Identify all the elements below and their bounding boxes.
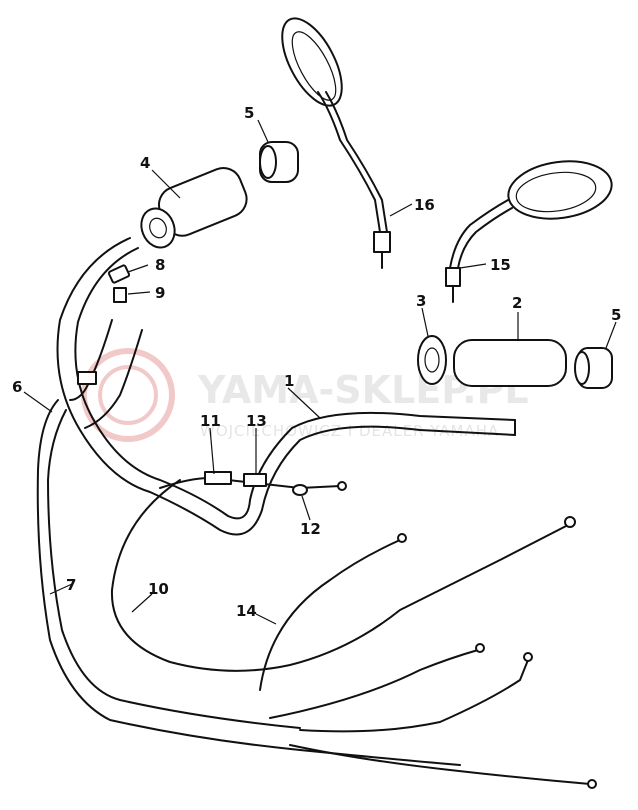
cable-6 xyxy=(36,399,461,766)
label-16: 16 xyxy=(414,196,435,214)
cable-7 xyxy=(47,409,301,729)
part-9 xyxy=(113,287,127,303)
label-3: 3 xyxy=(416,292,426,310)
collar-right xyxy=(417,335,447,385)
grip-right xyxy=(453,339,567,387)
grip-end-left xyxy=(259,141,299,183)
label-6: 6 xyxy=(12,378,22,396)
label-11: 11 xyxy=(200,412,221,430)
mirror-right xyxy=(445,160,613,303)
handlebar xyxy=(56,237,516,536)
label-10: 10 xyxy=(148,580,169,598)
label-4: 4 xyxy=(140,154,150,172)
cable-10 xyxy=(110,479,576,672)
label-5-right: 5 xyxy=(611,306,621,324)
part-labels: 1 2 3 4 5 5 6 7 8 9 10 11 12 13 14 15 16 xyxy=(12,104,621,620)
mirror-left xyxy=(281,17,391,269)
label-14: 14 xyxy=(236,602,257,620)
grip-left xyxy=(140,167,248,249)
watermark-logo xyxy=(81,348,175,442)
label-5-left: 5 xyxy=(244,104,254,122)
grip-end-right xyxy=(574,347,613,389)
watermark-subtitle: WOJCIECHOWICZ I DEALER YAMAHA xyxy=(200,422,499,440)
label-13: 13 xyxy=(246,412,267,430)
part-8 xyxy=(107,264,131,284)
cable-lower xyxy=(269,643,597,789)
watermark: YAMA-SKLEP.PL WOJCIECHOWICZ I DEALER YAM… xyxy=(81,348,529,442)
label-12: 12 xyxy=(300,520,321,538)
label-8: 8 xyxy=(155,256,165,274)
label-1: 1 xyxy=(284,372,294,390)
leader-lines xyxy=(23,119,617,625)
label-7: 7 xyxy=(66,576,76,594)
cable-14 xyxy=(259,533,407,691)
label-15: 15 xyxy=(490,256,511,274)
throttle-cables xyxy=(69,319,143,429)
clutch-cable xyxy=(159,471,347,496)
label-9: 9 xyxy=(155,284,165,302)
label-2: 2 xyxy=(512,294,522,312)
